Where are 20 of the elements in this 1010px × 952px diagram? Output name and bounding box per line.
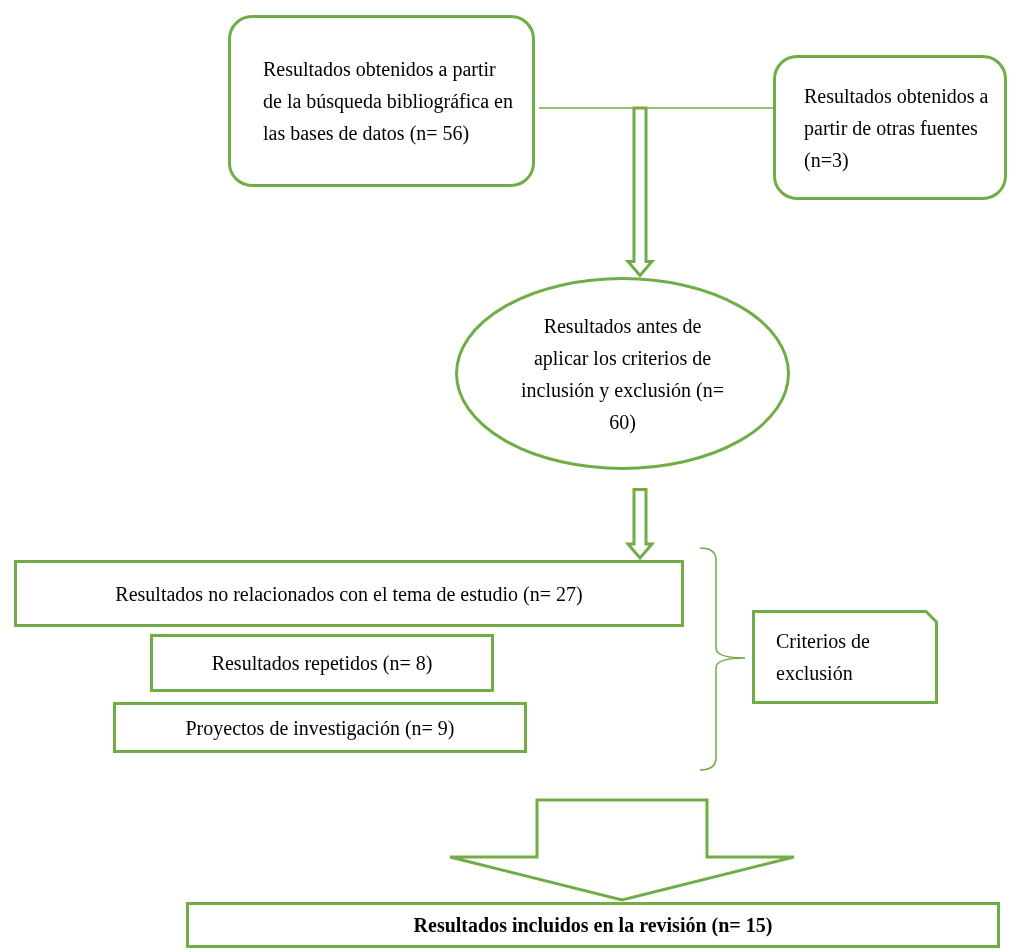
exclusion-box — [113, 702, 527, 753]
node-text: Resultados obtenidos a partir de la búsqueda bibliográfica en las bases de datos (n= 56) — [262, 57, 514, 147]
node-text: Resultados no relacionados con el tema de estudio (n= 27) — [114, 581, 584, 608]
block-arrow — [448, 798, 796, 902]
process-ellipse — [455, 277, 790, 470]
node-text: Resultados obtenidos a partir de otras fuentes (n=3) — [803, 83, 990, 174]
process-box — [228, 15, 535, 187]
node-text: Proyectos de investigación (n= 9) — [184, 715, 456, 742]
process-box — [773, 55, 1007, 200]
exclusion-box — [14, 560, 684, 627]
block-arrow — [624, 487, 656, 561]
block-arrow — [624, 106, 656, 278]
result-box — [186, 902, 1000, 948]
node-text: Resultados incluidos en la revisión (n= 15) — [412, 913, 774, 939]
connector-line — [538, 107, 774, 109]
criteria-box — [752, 610, 938, 704]
node-text: Criterios de exclusión — [775, 629, 871, 686]
node-text: Resultados antes de aplicar los criterios de inclusión y exclusión (n= 60) — [520, 313, 725, 436]
node-text: Resultados repetidos (n= 8) — [210, 651, 434, 677]
exclusion-box — [150, 634, 494, 692]
